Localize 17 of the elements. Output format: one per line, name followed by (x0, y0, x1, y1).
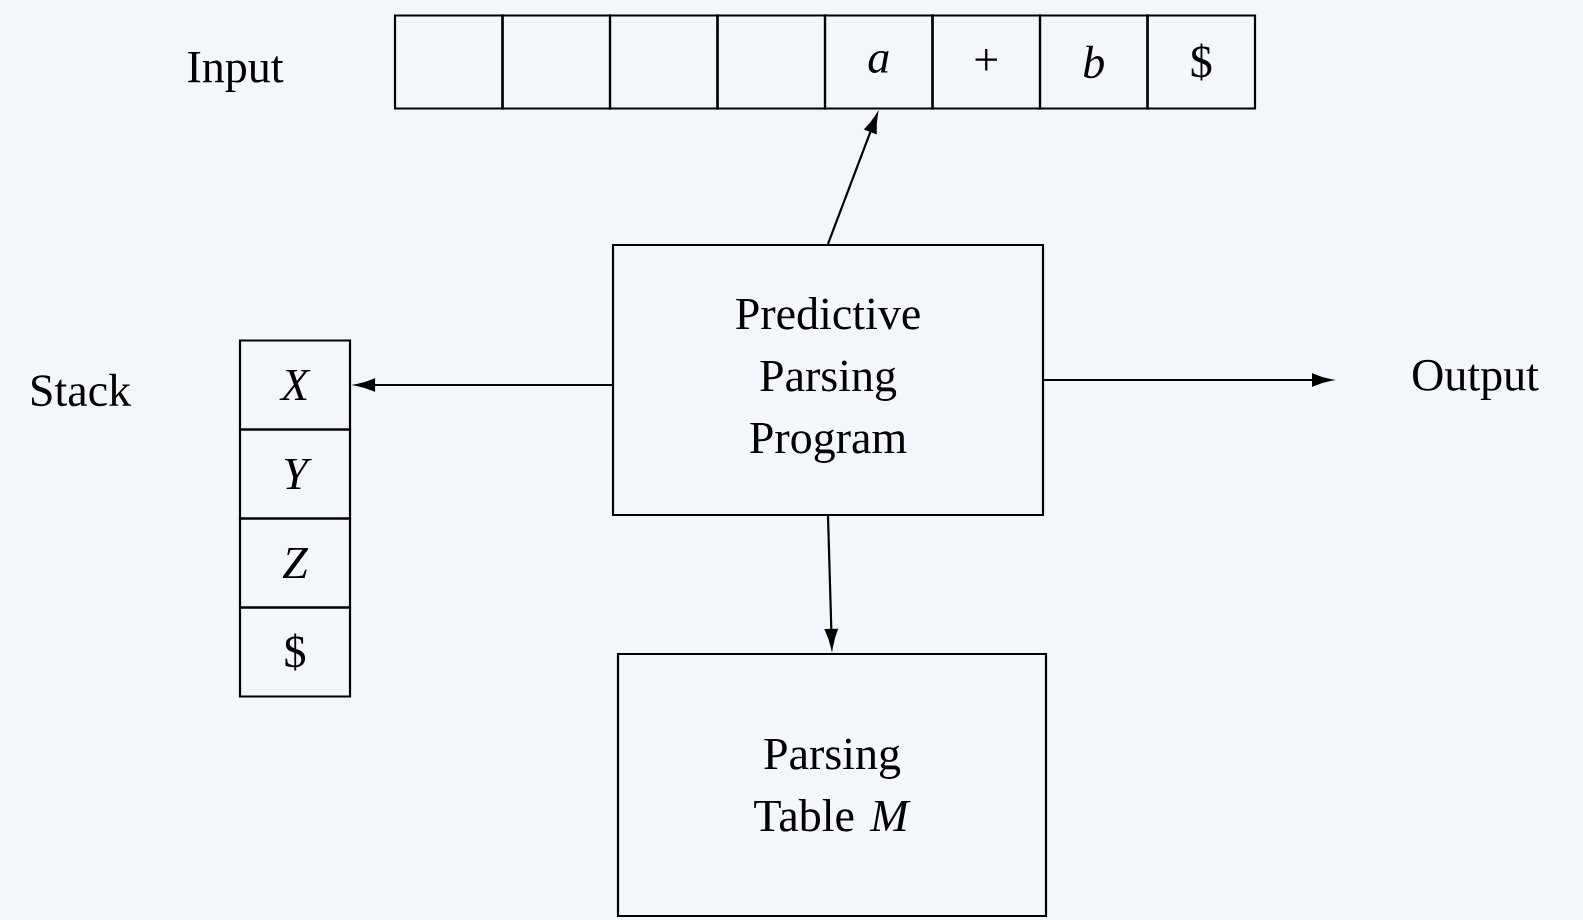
input-cell: + (931, 14, 1042, 110)
input-label: Input (188, 52, 284, 92)
input-cell (393, 14, 504, 110)
stack-cell: Z (238, 517, 352, 609)
stack-cell: Y (238, 428, 352, 520)
input-cell (608, 14, 719, 110)
input-cell (716, 14, 827, 110)
table-box: Parsing Table M (616, 652, 1048, 918)
stack-label: Stack (32, 373, 132, 407)
stack-cell: X (238, 339, 352, 431)
program-box: Predictive Parsing Program (611, 243, 1045, 517)
input-cell: a (823, 14, 934, 110)
output-text: Output (1413, 359, 1539, 401)
input-cell: $ (1146, 14, 1257, 110)
stack-cell: $ (238, 606, 352, 698)
input-cell (501, 14, 612, 110)
input-cell: b (1038, 14, 1149, 110)
